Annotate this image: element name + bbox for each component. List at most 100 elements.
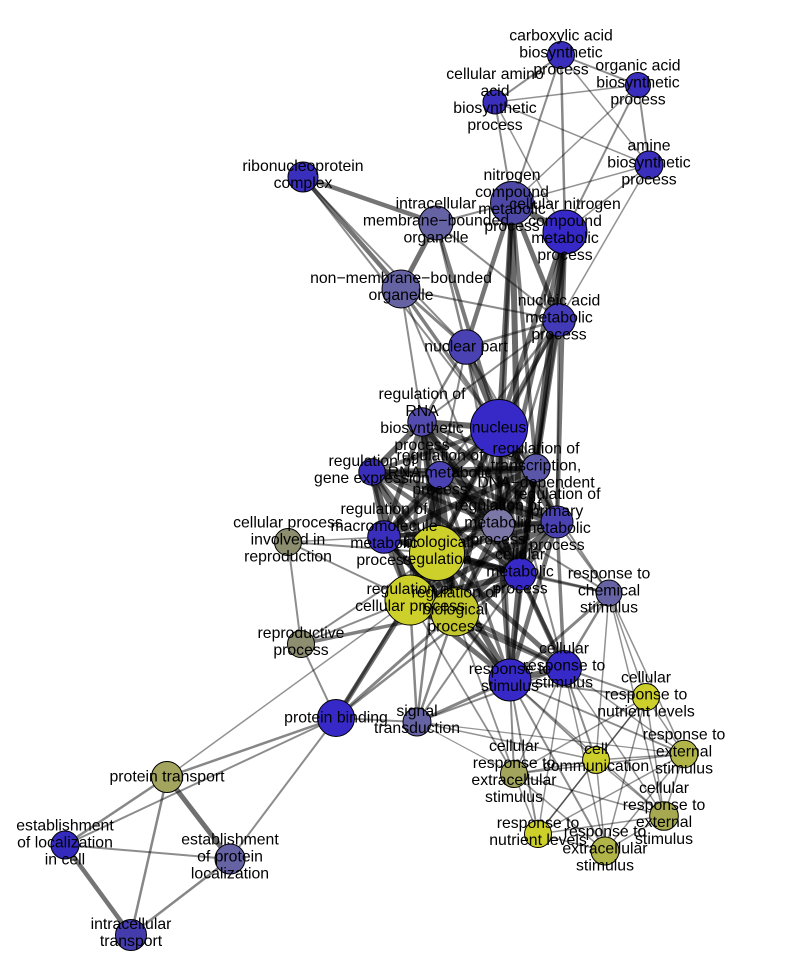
- svg-text:RNA: RNA: [405, 403, 439, 420]
- svg-text:process: process: [427, 619, 482, 636]
- svg-text:regulation of: regulation of: [397, 448, 485, 465]
- svg-text:regulation of: regulation of: [412, 585, 500, 602]
- svg-text:cellular process: cellular process: [233, 515, 343, 532]
- svg-text:nuclear part: nuclear part: [424, 338, 508, 355]
- svg-text:of localization: of localization: [17, 835, 113, 852]
- svg-text:metabolic: metabolic: [525, 310, 593, 327]
- svg-text:external: external: [636, 814, 692, 831]
- svg-text:organic acid: organic acid: [595, 58, 680, 75]
- svg-text:response to: response to: [497, 815, 580, 832]
- svg-text:reproductive: reproductive: [258, 625, 345, 642]
- svg-text:process: process: [394, 437, 449, 454]
- svg-text:protein binding: protein binding: [284, 709, 388, 726]
- svg-text:macromolecule: macromolecule: [330, 518, 437, 535]
- svg-text:process: process: [529, 537, 584, 554]
- svg-text:cellular: cellular: [639, 780, 689, 797]
- svg-text:of protein: of protein: [197, 849, 263, 866]
- svg-text:nutrient levels: nutrient levels: [597, 704, 695, 721]
- svg-text:cellular nitrogen: cellular nitrogen: [509, 196, 621, 213]
- svg-text:cellular process: cellular process: [355, 598, 465, 615]
- svg-text:response to: response to: [564, 824, 647, 841]
- svg-text:cellular: cellular: [621, 670, 671, 687]
- svg-text:organelle: organelle: [404, 230, 469, 247]
- svg-text:intracellular: intracellular: [396, 196, 477, 213]
- svg-text:process: process: [537, 247, 592, 264]
- svg-text:in cell: in cell: [45, 852, 85, 869]
- svg-text:biosynthetic: biosynthetic: [453, 100, 537, 117]
- svg-text:regulation of: regulation of: [493, 441, 581, 458]
- svg-text:communication: communication: [543, 758, 649, 775]
- svg-text:carboxylic acid: carboxylic acid: [509, 28, 613, 45]
- svg-text:transduction: transduction: [374, 720, 460, 737]
- svg-text:cellular amino: cellular amino: [446, 66, 544, 83]
- svg-text:metabolic: metabolic: [523, 520, 591, 537]
- svg-text:nitrogen: nitrogen: [483, 167, 540, 184]
- svg-text:process: process: [470, 532, 525, 549]
- svg-text:process: process: [273, 642, 328, 659]
- svg-text:process: process: [492, 581, 547, 598]
- svg-text:biosynthetic: biosynthetic: [380, 420, 464, 437]
- svg-text:process: process: [356, 552, 411, 569]
- svg-text:metabolic: metabolic: [478, 201, 546, 218]
- svg-text:stimulus: stimulus: [580, 600, 638, 617]
- svg-text:reproduction: reproduction: [244, 549, 332, 566]
- svg-text:cellular: cellular: [489, 738, 539, 755]
- svg-text:signal: signal: [396, 703, 437, 720]
- svg-text:process: process: [533, 62, 588, 79]
- svg-text:cellular: cellular: [495, 547, 545, 564]
- svg-text:response to: response to: [523, 658, 606, 675]
- svg-text:response to: response to: [643, 727, 726, 744]
- svg-text:stimulus: stimulus: [576, 858, 634, 875]
- svg-text:organelle: organelle: [369, 287, 434, 304]
- svg-text:response to: response to: [605, 687, 688, 704]
- svg-text:intracellular: intracellular: [91, 916, 172, 933]
- svg-text:biological: biological: [404, 534, 470, 551]
- svg-text:protein transport: protein transport: [109, 768, 225, 785]
- svg-text:process: process: [610, 92, 665, 109]
- svg-text:regulation of: regulation of: [379, 386, 467, 403]
- svg-text:biosynthetic: biosynthetic: [596, 75, 680, 92]
- svg-text:response to: response to: [473, 755, 556, 772]
- svg-text:response to: response to: [568, 566, 651, 583]
- svg-text:nucleic acid: nucleic acid: [518, 293, 601, 310]
- svg-text:process: process: [467, 117, 522, 134]
- svg-text:metabolic: metabolic: [350, 535, 418, 552]
- svg-text:establishment: establishment: [181, 832, 279, 849]
- svg-text:establishment: establishment: [16, 818, 114, 835]
- svg-text:extracellular: extracellular: [562, 841, 647, 858]
- svg-text:response to: response to: [623, 797, 706, 814]
- svg-text:cell: cell: [584, 741, 608, 758]
- svg-text:process: process: [621, 172, 676, 189]
- svg-text:transport: transport: [100, 933, 163, 950]
- svg-text:response to: response to: [469, 661, 552, 678]
- svg-text:primary: primary: [531, 503, 584, 520]
- svg-text:cellular: cellular: [539, 641, 589, 658]
- svg-text:membrane−bounded: membrane−bounded: [363, 213, 509, 230]
- svg-text:extracellular: extracellular: [471, 772, 556, 789]
- svg-text:gene expression: gene expression: [314, 470, 430, 487]
- svg-text:amine: amine: [627, 138, 670, 155]
- svg-text:stimulus: stimulus: [535, 675, 593, 692]
- svg-text:localization: localization: [191, 866, 269, 883]
- svg-text:compound: compound: [528, 213, 602, 230]
- svg-text:regulation of: regulation of: [341, 501, 429, 518]
- svg-text:transcription,: transcription,: [491, 458, 581, 475]
- svg-text:metabolic: metabolic: [486, 564, 554, 581]
- svg-text:ribonucleoprotein: ribonucleoprotein: [242, 158, 363, 175]
- svg-text:regulation of: regulation of: [329, 453, 417, 470]
- svg-text:regulation of: regulation of: [514, 486, 602, 503]
- svg-text:metabolic: metabolic: [464, 515, 532, 532]
- svg-text:regulation of: regulation of: [367, 581, 455, 598]
- svg-text:external: external: [656, 744, 712, 761]
- svg-text:process: process: [484, 218, 539, 235]
- svg-text:biological: biological: [422, 602, 488, 619]
- svg-text:acid: acid: [481, 83, 510, 100]
- svg-text:non−membrane−bounded: non−membrane−bounded: [310, 270, 492, 287]
- svg-text:nutrient levels: nutrient levels: [489, 832, 587, 849]
- svg-text:involved in: involved in: [251, 532, 326, 549]
- svg-text:biosynthetic: biosynthetic: [519, 45, 603, 62]
- svg-text:compound: compound: [475, 184, 549, 201]
- svg-text:chemical: chemical: [578, 583, 640, 600]
- svg-text:regulation: regulation: [402, 551, 471, 568]
- svg-text:stimulus: stimulus: [655, 761, 713, 778]
